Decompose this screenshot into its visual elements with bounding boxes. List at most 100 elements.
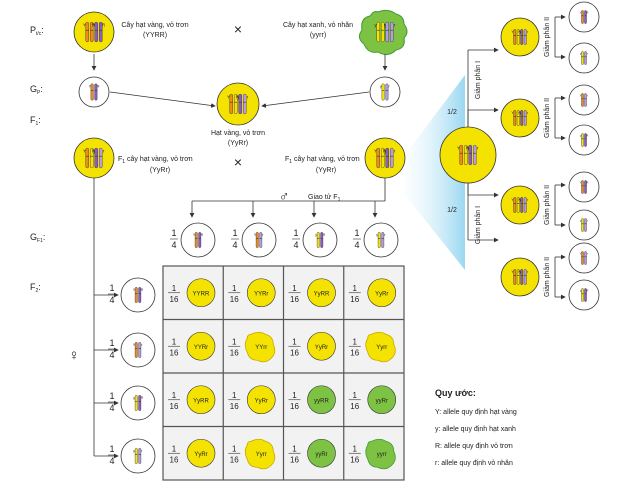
allele-label: Y	[193, 233, 196, 237]
allele-label: y	[380, 85, 382, 89]
parent-right-genotype: (yyrr)	[310, 32, 326, 39]
allele-label: r	[587, 218, 588, 222]
meiosis-mid-cell: YyRrGiảm phân II	[500, 182, 566, 228]
seed-round	[246, 278, 276, 308]
chromosome	[134, 448, 138, 464]
gametes-label: Giao tử F1	[308, 193, 341, 203]
cell-genotype: YyRR	[193, 398, 209, 404]
cell-fraction-num: 1	[353, 444, 358, 453]
chromosome	[138, 395, 142, 411]
cell-genotype: yyRr	[376, 398, 388, 404]
chromosome	[581, 180, 584, 194]
chromosome	[376, 147, 380, 169]
chromosome	[516, 269, 520, 285]
allele-label: y	[376, 233, 378, 237]
allele-label: R	[518, 270, 521, 274]
gamete-fraction-den: 4	[109, 456, 114, 466]
chromosome	[459, 144, 463, 166]
zoom-beam	[405, 75, 465, 270]
allele-label: Y	[580, 251, 582, 255]
cell-fraction-den: 16	[170, 295, 179, 304]
allele-label: Y	[511, 270, 514, 274]
cell-fraction-num: 1	[232, 337, 237, 346]
chromosome	[90, 83, 94, 101]
allele-label: R	[586, 180, 589, 184]
allele-label: R	[323, 233, 326, 237]
chromosome	[85, 147, 89, 169]
cell-genotype: YyRr	[375, 291, 388, 297]
chromosome	[584, 51, 587, 65]
allele-label: R	[383, 149, 387, 154]
allele-label: Y	[580, 93, 582, 97]
cell-fraction-den: 16	[290, 348, 299, 357]
gamete-fraction-num: 1	[171, 228, 176, 238]
chromosome	[523, 29, 527, 45]
seed-round	[307, 385, 336, 415]
allele-label: r	[394, 149, 396, 154]
label-f1: F1:	[30, 115, 41, 127]
cell-fraction-den: 16	[350, 295, 359, 304]
legend: Quy ước: Y: allele quy định hạt vàng y: …	[435, 388, 517, 467]
allele-label: r	[262, 233, 264, 237]
allele-label: R	[518, 198, 521, 202]
f1-left-name: F1 cây hạt vàng, vỏ trơn	[118, 155, 193, 165]
chromosome	[94, 83, 98, 101]
allele-label: r	[384, 23, 386, 28]
gamete-fraction-num: 1	[232, 228, 237, 238]
cell-fraction-den: 16	[290, 402, 299, 411]
seed-round	[186, 385, 216, 415]
chromosome	[523, 269, 527, 285]
allele-label: R	[466, 146, 470, 151]
allele-label: R	[586, 288, 589, 292]
cell-genotype: YYRr	[194, 345, 208, 351]
f1-center-name: Hạt vàng, vỏ trơn	[211, 129, 265, 137]
cell-fraction-num: 1	[172, 391, 177, 400]
chromosome	[385, 83, 389, 101]
chromosome	[581, 10, 584, 24]
gamete-fraction-den: 4	[109, 403, 114, 413]
allele-label: r	[103, 149, 105, 154]
chromosome	[381, 147, 385, 169]
chromosome	[464, 144, 468, 166]
seed-wrinkled	[365, 331, 396, 363]
allele-label: Y	[511, 198, 514, 202]
cell-genotype: YyRr	[255, 398, 268, 404]
female-symbol: ♀	[68, 347, 79, 364]
meiosis-prob-bottom: 1/2	[447, 207, 457, 214]
allele-label: r	[394, 23, 396, 28]
cell-fraction-den: 16	[230, 455, 239, 464]
meiosis-prob-top: 1/2	[447, 109, 457, 116]
allele-label: y	[580, 218, 582, 222]
allele-label: y	[133, 396, 135, 400]
f1-right-genotype: (YyRr)	[316, 167, 336, 174]
allele-label: Y	[133, 288, 136, 292]
chromosome	[385, 147, 389, 169]
chromosome	[316, 232, 320, 248]
chromosome	[385, 21, 389, 43]
chromosome	[520, 269, 524, 285]
cell-fraction-den: 16	[290, 455, 299, 464]
allele-label: r	[587, 51, 588, 55]
allele-label: r	[527, 198, 529, 202]
allele-label: Y	[93, 23, 96, 28]
allele-label: R	[586, 133, 589, 137]
allele-label: Y	[457, 146, 460, 151]
cell-genotype: Yyrr	[376, 345, 387, 351]
allele-label: r	[389, 85, 391, 89]
cell-fraction-num: 1	[172, 284, 177, 293]
punnett-square: 116YYRR116YYRr116YyRR116YyRr116YYRr116YY…	[162, 265, 405, 481]
chromosome	[516, 110, 520, 126]
chromosome	[229, 93, 233, 115]
cell-fraction-den: 16	[350, 455, 359, 464]
cell-fraction-num: 1	[353, 337, 358, 346]
chromosome	[584, 180, 587, 194]
